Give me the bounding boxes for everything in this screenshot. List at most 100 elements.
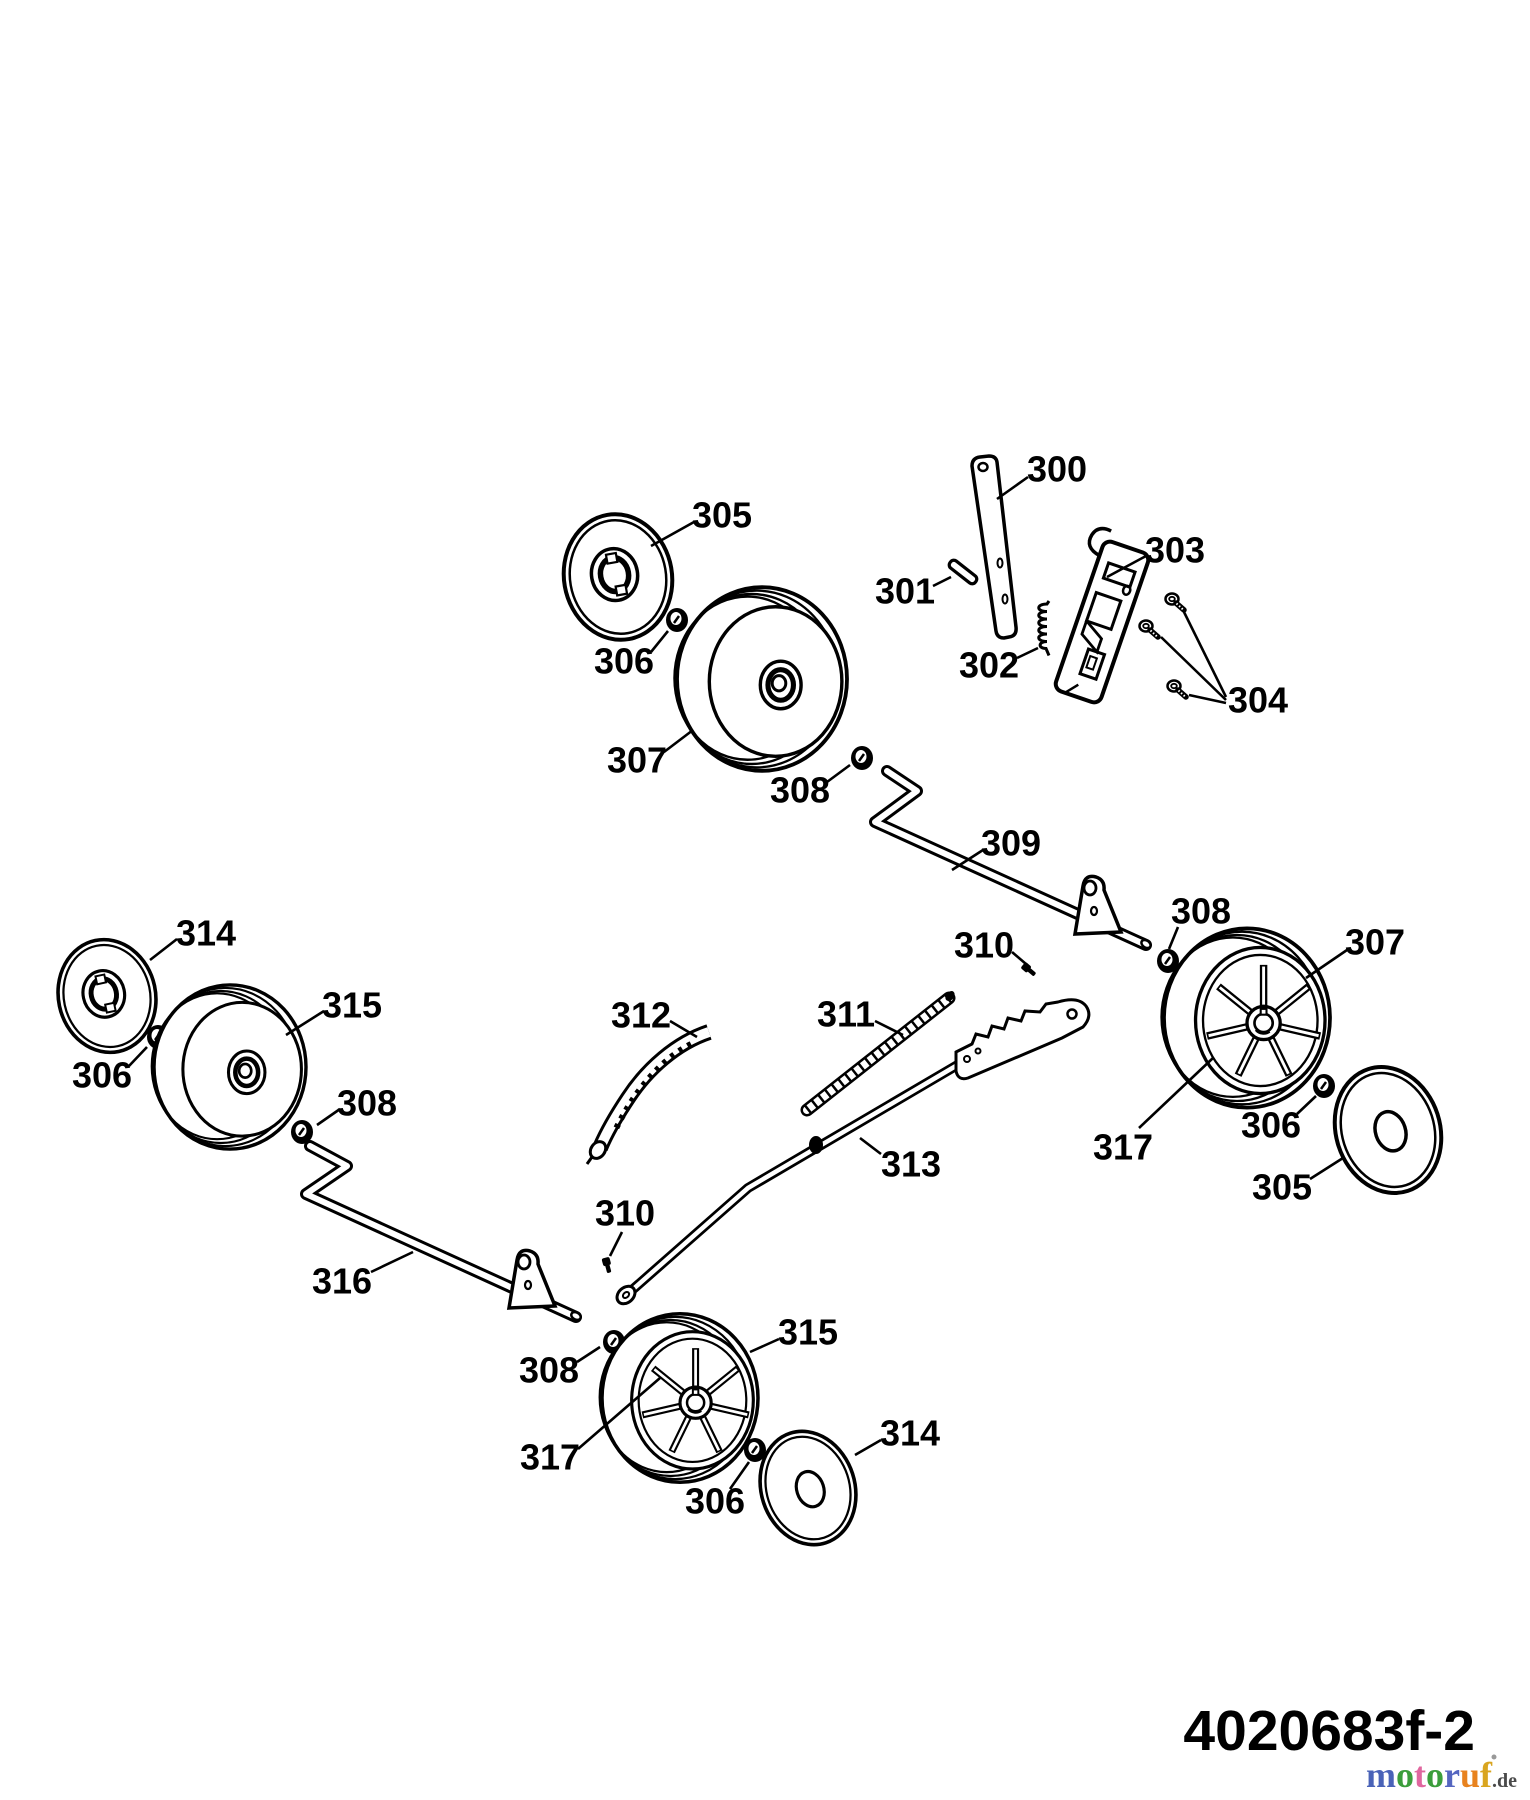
part-label-317: 317 [520, 1437, 580, 1478]
part-label-308: 308 [1171, 891, 1231, 932]
callout-leader-317 [577, 1377, 661, 1450]
part-label-312: 312 [611, 995, 671, 1036]
part-label-307: 307 [607, 740, 667, 781]
axle-end-cap [1140, 938, 1152, 950]
part-310-pin-right [1020, 961, 1038, 978]
document-number: 4020683f-2 [1183, 1699, 1475, 1763]
watermark-letter: m [1366, 1755, 1396, 1795]
callout-leader-311 [874, 1019, 904, 1037]
part-label-314: 314 [176, 913, 236, 954]
part-label-306: 306 [594, 641, 654, 682]
part-label-314: 314 [880, 1413, 940, 1454]
part-callouts: 3003013023033043053063073083093103083073… [72, 449, 1405, 1522]
rack-eye [588, 1140, 608, 1160]
watermark-letter: t [1414, 1755, 1426, 1795]
part-310-pin-center [601, 1256, 614, 1274]
callout-leader-313 [859, 1136, 882, 1156]
part-306-nut-right [1311, 1072, 1337, 1100]
part-306-nut-top [664, 606, 690, 634]
part-312-toothed-rack [585, 1024, 712, 1165]
callout-leader-307 [1305, 948, 1348, 980]
callout-leader-312 [669, 1019, 698, 1039]
callout-leader-317 [1138, 1057, 1214, 1129]
callout-leader-314 [854, 1438, 882, 1457]
motoruf-watermark: motoruf.de [1366, 1755, 1517, 1795]
callout-leader-305 [650, 520, 695, 548]
strap-hole [1001, 593, 1009, 605]
strap-hole [996, 557, 1004, 569]
part-label-306: 306 [685, 1481, 745, 1522]
part-label-309: 309 [981, 823, 1041, 864]
part-label-305: 305 [1252, 1167, 1312, 1208]
watermark-letter: o [1396, 1755, 1414, 1795]
part-315-wheel-bottom-317-insert [600, 1314, 758, 1482]
part-304-screws [1140, 594, 1187, 698]
callout-leader-310 [608, 1231, 624, 1257]
callout-leader-309 [951, 848, 984, 872]
callout-leader-301 [932, 575, 952, 588]
callout-leader-306 [649, 630, 670, 653]
part-label-300: 300 [1027, 449, 1087, 490]
callout-leader-303 [1106, 554, 1147, 579]
rod-cap [945, 991, 955, 1001]
part-305-hubcap-right [1316, 1051, 1460, 1209]
part-309-axle [869, 765, 1152, 951]
part-label-317: 317 [1093, 1127, 1153, 1168]
watermark-trademark-dot [1491, 1754, 1497, 1760]
part-label-304: 304 [1228, 680, 1288, 721]
screw-icon [1166, 594, 1185, 611]
callout-leader-306 [128, 1046, 148, 1067]
part-label-306: 306 [72, 1055, 132, 1096]
callout-leader-306 [728, 1461, 751, 1490]
lever-notched-head [954, 998, 1091, 1081]
callout-leader-308 [576, 1345, 601, 1364]
part-302-spring [1037, 600, 1051, 657]
part-314-hubcap-bottom [743, 1416, 873, 1560]
callout-leader-315 [285, 1009, 325, 1037]
rack-teeth [611, 1041, 693, 1135]
part-301-pin [947, 558, 979, 586]
part-300-strap [970, 454, 1018, 640]
callout-leader-314 [149, 937, 178, 962]
part-307-wheel-top [674, 587, 847, 771]
callout-leader-316 [370, 1250, 414, 1274]
callout-leader-302 [1016, 646, 1039, 660]
callout-leader-306 [1296, 1095, 1317, 1115]
part-label-315: 315 [778, 1312, 838, 1353]
callout-leader-304 [1160, 636, 1227, 701]
lever-pivot-dot [809, 1136, 823, 1154]
strap-top-hole [977, 461, 989, 473]
callout-leader-308 [316, 1107, 341, 1127]
callout-leader-308 [826, 763, 851, 784]
lever-eye [615, 1284, 637, 1306]
part-label-307: 307 [1345, 922, 1405, 963]
part-label-313: 313 [881, 1144, 941, 1185]
watermark-letter: u [1460, 1755, 1480, 1795]
part-309-bracket [1073, 874, 1123, 936]
plate-hook [1087, 526, 1112, 558]
callout-leader-304 [1182, 611, 1228, 698]
callout-leader-300 [996, 475, 1029, 501]
watermark-suffix: .de [1492, 1770, 1517, 1792]
part-label-315: 315 [322, 985, 382, 1026]
part-label-302: 302 [959, 645, 1019, 686]
callout-leader-315 [749, 1337, 780, 1354]
callout-leader-305 [1309, 1156, 1344, 1181]
part-305-hubcap-top [554, 506, 682, 649]
part-316-bracket [507, 1248, 557, 1310]
screw-icon [1140, 621, 1159, 638]
part-308-nut-top [849, 744, 875, 772]
part-label-301: 301 [875, 571, 935, 612]
watermark-letter: f [1480, 1755, 1493, 1795]
axle-end-cap [570, 1310, 582, 1322]
part-label-308: 308 [519, 1350, 579, 1391]
part-label-316: 316 [312, 1261, 372, 1302]
part-label-308: 308 [770, 770, 830, 811]
callout-leader-310 [1011, 951, 1027, 965]
watermark-letter: o [1426, 1755, 1444, 1795]
part-label-310: 310 [954, 925, 1014, 966]
part-label-311: 311 [817, 994, 875, 1035]
part-311-threaded-rod [800, 991, 956, 1117]
part-label-310: 310 [595, 1193, 655, 1234]
